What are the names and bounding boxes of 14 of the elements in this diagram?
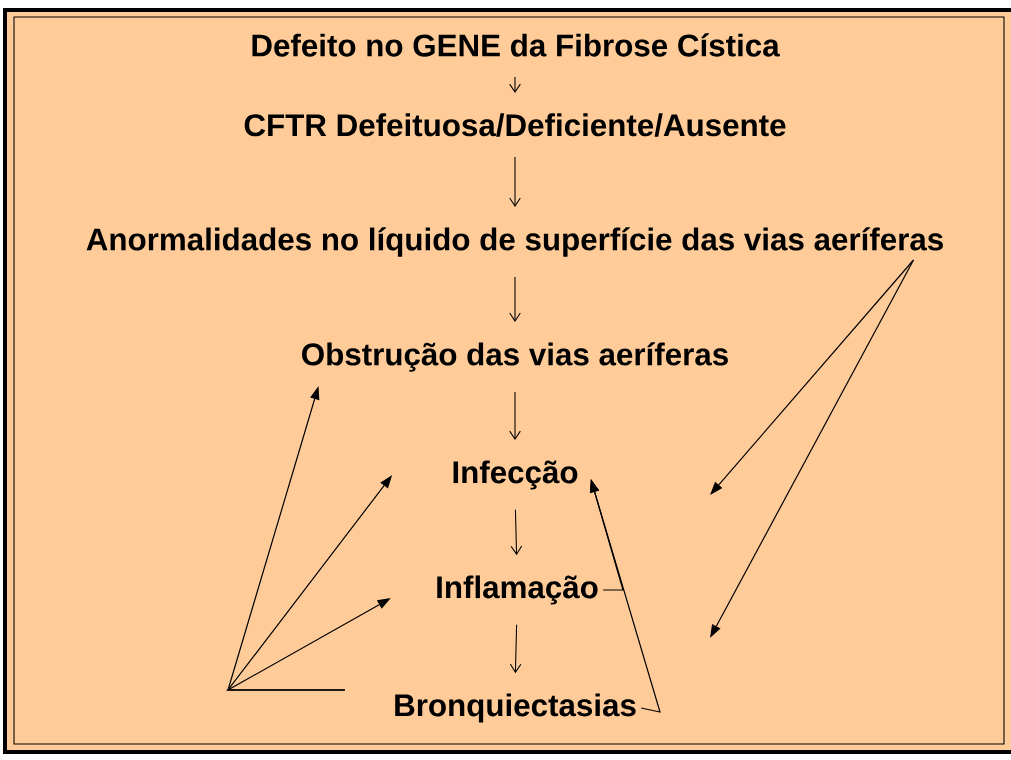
arrow [509, 156, 521, 207]
flow-text: Obstrução das vias aeríferas [302, 342, 728, 372]
flow-text: Infecção [453, 460, 578, 490]
arrow [509, 276, 521, 322]
flow-text: Inflamação [437, 575, 598, 605]
flow-text: CFTR Defeituosa/Deficiente/Ausente [244, 113, 786, 137]
flow-text: Defeito no GENE da Fibrose Cística [252, 33, 780, 57]
flow-text: Anormalidades no líquido de superfície das vias aeríferas [86, 227, 943, 257]
arrow [509, 76, 521, 94]
arrow [510, 509, 523, 556]
flow-text: Bronquiectasias [395, 693, 636, 723]
arrow [509, 391, 521, 441]
arrow [509, 624, 522, 674]
arrow [710, 259, 915, 495]
